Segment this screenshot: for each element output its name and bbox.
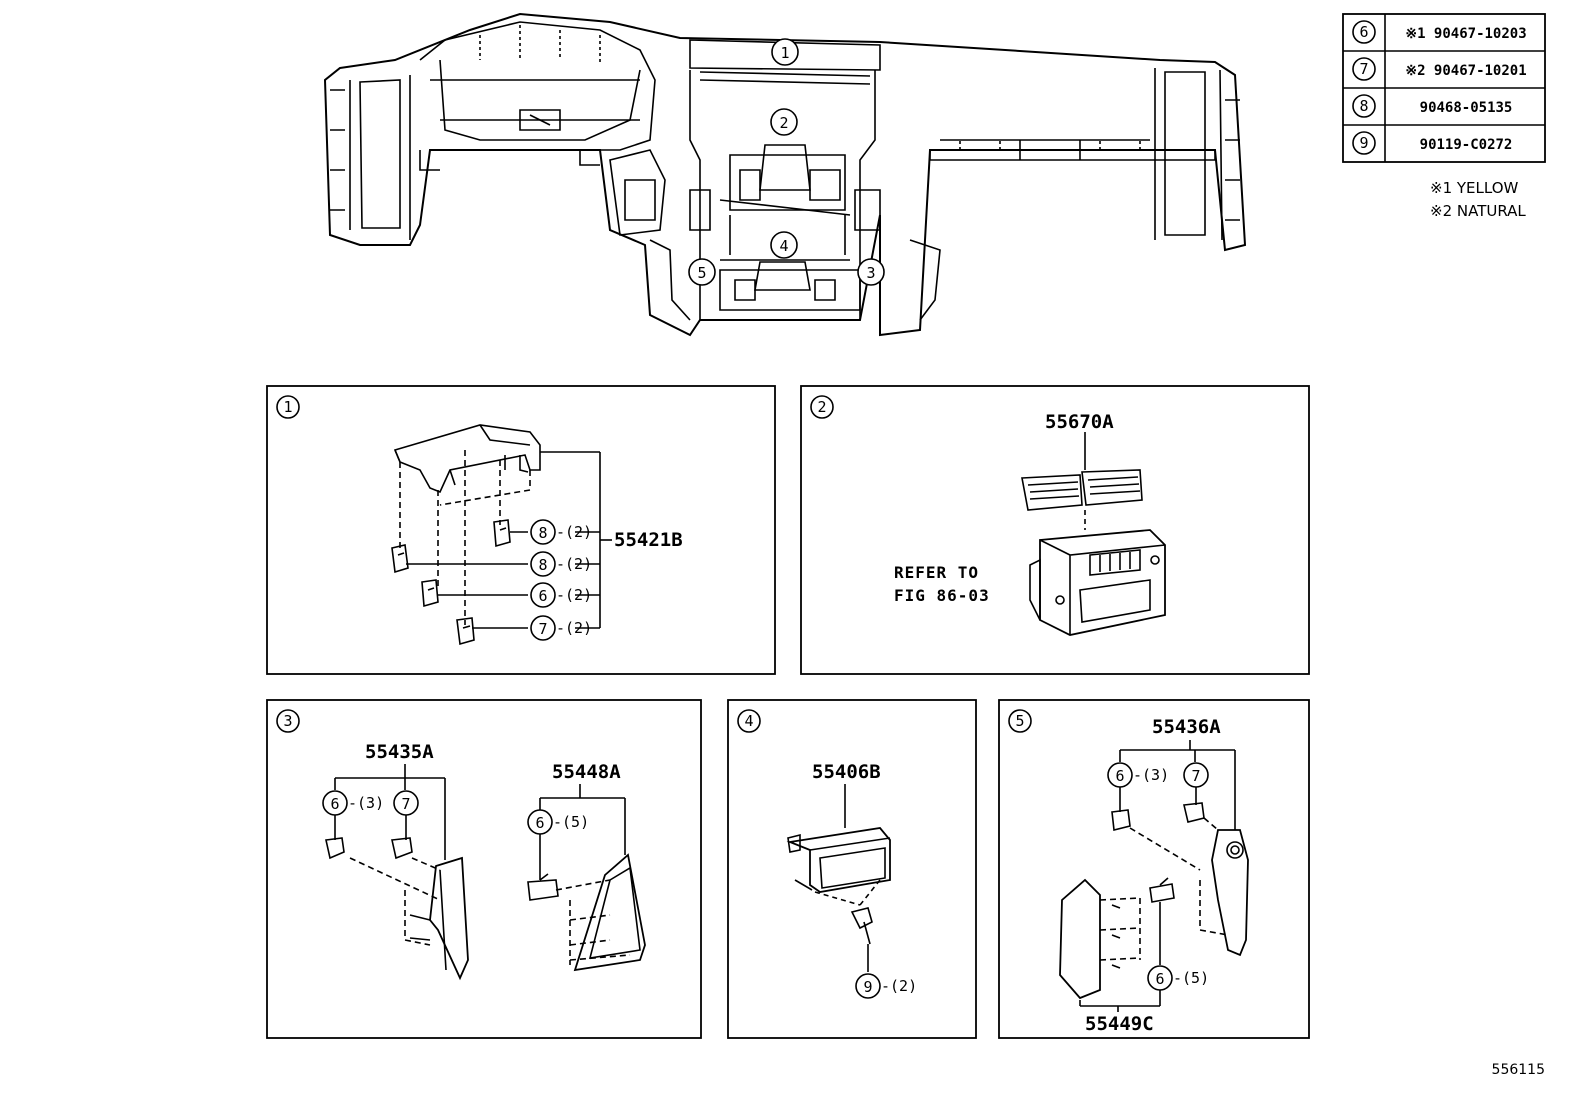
svg-text:5: 5 [1015, 712, 1024, 730]
qty-label: -(2) [556, 619, 592, 637]
qty-label: -(2) [556, 555, 592, 573]
part-number-55421B: 55421B [614, 529, 683, 551]
detail-panel-2: 2 55670A REFER TO FIG 86-03 [800, 385, 1310, 675]
svg-text:2: 2 [779, 114, 788, 132]
svg-text:8: 8 [538, 556, 547, 574]
svg-text:9: 9 [1359, 134, 1368, 152]
overview-callout-5: 5 [688, 258, 716, 286]
dashboard-overview: 1 2 4 5 3 [323, 12, 1247, 337]
qty-label: -(2) [881, 977, 917, 995]
detail-panel-5: 5 55436A 6 -(3) 7 6 -(5) 55449C [998, 699, 1310, 1039]
svg-text:6: 6 [538, 587, 547, 605]
refer-fig-label: FIG 86-03 [894, 586, 990, 605]
svg-text:6: 6 [330, 795, 339, 813]
svg-text:3: 3 [283, 712, 292, 730]
svg-text:7: 7 [1191, 767, 1200, 785]
svg-text:6: 6 [1115, 767, 1124, 785]
svg-text:4: 4 [779, 237, 788, 255]
overview-callout-2: 2 [770, 108, 798, 136]
qty-label: -(5) [1173, 969, 1209, 987]
qty-label: -(5) [553, 813, 589, 831]
legend-row-8: 8 90468-05135 [1352, 94, 1513, 118]
part-number-55406B: 55406B [812, 761, 881, 783]
overview-callout-4: 4 [770, 231, 798, 259]
svg-text:※2 90467-10201: ※2 90467-10201 [1405, 63, 1526, 79]
svg-text:7: 7 [401, 795, 410, 813]
svg-text:8: 8 [1359, 97, 1368, 115]
qty-label: -(3) [348, 794, 384, 812]
part-number-55449C: 55449C [1085, 1013, 1154, 1035]
overview-callout-3: 3 [857, 258, 885, 286]
svg-text:90119-C0272: 90119-C0272 [1420, 137, 1513, 153]
svg-text:6: 6 [1359, 23, 1368, 41]
detail-panel-4: 4 55406B 9 -(2) [727, 699, 977, 1039]
legend-row-9: 9 90119-C0272 [1352, 131, 1513, 155]
illustration-number: 556115 [1492, 1062, 1545, 1078]
qty-label: -(2) [556, 523, 592, 541]
svg-text:6: 6 [1155, 970, 1164, 988]
fastener-legend-table: 6 ※1 90467-10203 7 ※2 90467-10201 8 9046… [1342, 13, 1546, 163]
svg-text:2: 2 [817, 398, 826, 416]
qty-label: -(2) [556, 586, 592, 604]
legend-note-yellow: ※1 YELLOW [1430, 179, 1519, 197]
detail-panel-3: 3 55435A 6 -(3) 7 55448A 6 -(5) [266, 699, 702, 1039]
svg-text:1: 1 [283, 398, 292, 416]
part-number-55435A: 55435A [365, 741, 434, 763]
svg-text:3: 3 [866, 264, 875, 282]
svg-text:7: 7 [538, 620, 547, 638]
svg-text:1: 1 [780, 44, 789, 62]
legend-row-7: 7 ※2 90467-10201 [1352, 57, 1527, 81]
legend-note-natural: ※2 NATURAL [1430, 202, 1526, 220]
svg-text:9: 9 [863, 978, 872, 996]
part-number-55670A: 55670A [1045, 411, 1114, 433]
detail-panel-1: 1 8 -(2) 8 -(2) 6 -(2) 7 -(2) 55421B [266, 385, 776, 675]
overview-callout-1: 1 [771, 38, 799, 66]
svg-text:5: 5 [697, 264, 706, 282]
part-number-55448A: 55448A [552, 761, 621, 783]
part-number-55436A: 55436A [1152, 716, 1221, 738]
svg-text:4: 4 [744, 712, 753, 730]
svg-text:※1 90467-10203: ※1 90467-10203 [1405, 26, 1526, 42]
svg-text:8: 8 [538, 524, 547, 542]
svg-text:7: 7 [1359, 60, 1368, 78]
legend-row-6: 6 ※1 90467-10203 [1352, 20, 1527, 44]
svg-text:6: 6 [535, 814, 544, 832]
refer-to-label: REFER TO [894, 563, 979, 582]
qty-label: -(3) [1133, 766, 1169, 784]
svg-text:90468-05135: 90468-05135 [1420, 100, 1513, 116]
